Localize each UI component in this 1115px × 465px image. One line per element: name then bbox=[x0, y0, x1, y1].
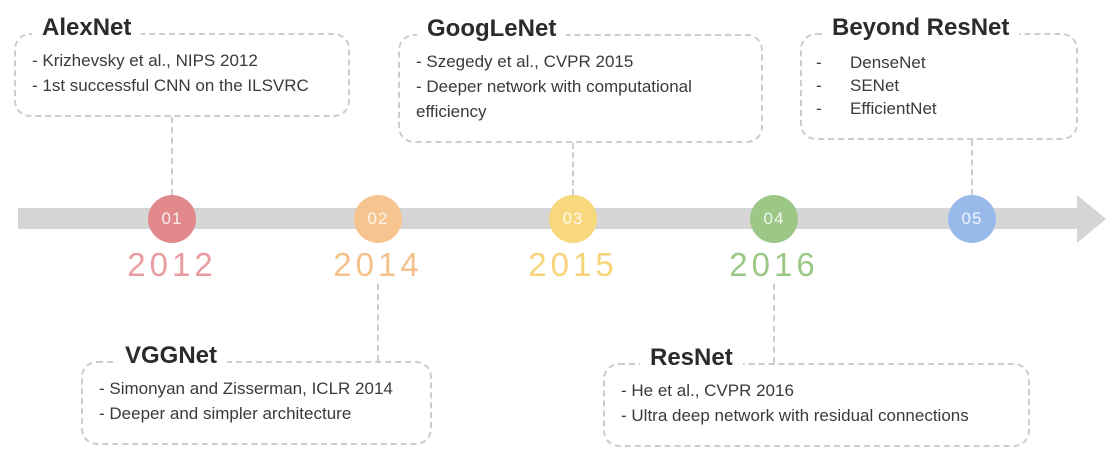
resnet-title: ResNet bbox=[640, 343, 743, 373]
connector-vggnet bbox=[377, 284, 379, 361]
vggnet-card: VGGNet - Simonyan and Zisserman, ICLR 20… bbox=[81, 341, 432, 445]
year-label-2015: 2015 bbox=[528, 246, 618, 283]
beyond-resnet-item-label: SENet bbox=[850, 76, 900, 95]
milestone-circle-05: 05 bbox=[948, 195, 996, 243]
timeline-bar bbox=[18, 208, 1078, 229]
googlenet-item-2: - Deeper network with computational effi… bbox=[416, 77, 692, 121]
milestone-circle-02: 02 bbox=[354, 195, 402, 243]
beyond-resnet-item-label: EfficientNet bbox=[850, 99, 937, 118]
vggnet-title: VGGNet bbox=[115, 341, 228, 371]
beyond-resnet-item-label: DenseNet bbox=[850, 53, 926, 72]
year-label-2016: 2016 bbox=[729, 246, 819, 283]
alexnet-title: AlexNet bbox=[32, 13, 142, 43]
vggnet-item-1: - Simonyan and Zisserman, ICLR 2014 bbox=[99, 379, 393, 398]
milestone-circle-01: 01 bbox=[148, 195, 196, 243]
beyond-resnet-item-3: - EfficientNet bbox=[816, 97, 1064, 120]
beyond-resnet-item-2: - SENet bbox=[816, 74, 1064, 97]
googlenet-title: GoogLeNet bbox=[417, 14, 567, 44]
resnet-item-1: - He et al., CVPR 2016 bbox=[621, 381, 794, 400]
milestone-circle-03: 03 bbox=[549, 195, 597, 243]
year-label-2014: 2014 bbox=[333, 246, 423, 283]
alexnet-item-1: - Krizhevsky et al., NIPS 2012 bbox=[32, 51, 258, 70]
googlenet-item-1: - Szegedy et al., CVPR 2015 bbox=[416, 52, 634, 71]
connector-googlenet bbox=[572, 143, 574, 195]
connector-resnet bbox=[773, 284, 775, 363]
dash-marker: - bbox=[816, 53, 822, 72]
beyond-resnet-item-1: - DenseNet bbox=[816, 51, 1064, 74]
dash-marker: - bbox=[816, 76, 822, 95]
resnet-card: ResNet - He et al., CVPR 2016 - Ultra de… bbox=[603, 343, 1030, 447]
dash-marker: - bbox=[816, 99, 822, 118]
milestone-circle-04: 04 bbox=[750, 195, 798, 243]
alexnet-card: AlexNet - Krizhevsky et al., NIPS 2012 -… bbox=[14, 13, 350, 117]
year-label-2012: 2012 bbox=[127, 246, 217, 283]
resnet-item-2: - Ultra deep network with residual conne… bbox=[621, 406, 969, 425]
beyond-resnet-card: Beyond ResNet - DenseNet - SENet - Effic… bbox=[800, 13, 1078, 140]
connector-beyond-resnet bbox=[971, 140, 973, 195]
vggnet-item-2: - Deeper and simpler architecture bbox=[99, 404, 352, 423]
alexnet-item-2: - 1st successful CNN on the ILSVRC bbox=[32, 76, 309, 95]
beyond-resnet-title: Beyond ResNet bbox=[822, 13, 1020, 43]
connector-alexnet bbox=[171, 117, 173, 195]
googlenet-card: GoogLeNet - Szegedy et al., CVPR 2015 - … bbox=[398, 14, 763, 143]
arrow-right-icon bbox=[1077, 195, 1106, 243]
